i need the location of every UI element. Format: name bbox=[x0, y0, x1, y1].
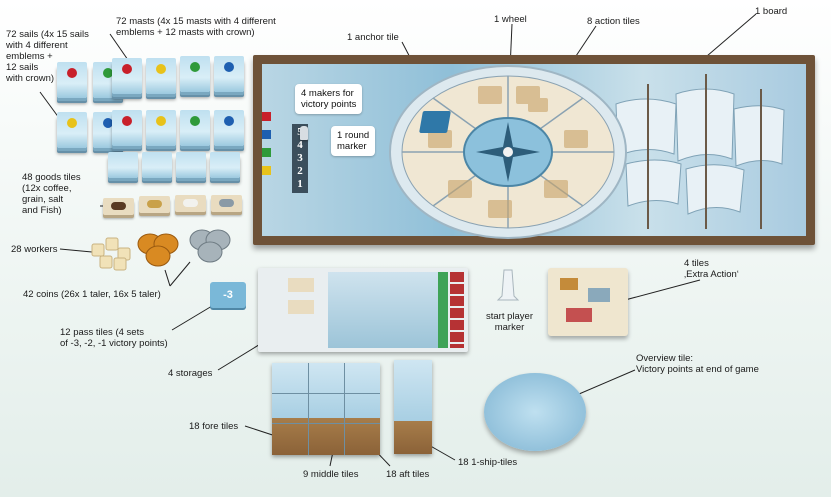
mast-stack bbox=[112, 58, 142, 94]
goods-tile-fish bbox=[211, 195, 242, 212]
one-ship-tiles bbox=[394, 360, 432, 454]
compass-wheel bbox=[389, 65, 627, 239]
storage-goods-slot bbox=[288, 278, 314, 292]
overview-tile bbox=[484, 373, 586, 451]
coins-gold bbox=[137, 233, 179, 267]
score-cube-yellow bbox=[262, 166, 271, 175]
mast-stack bbox=[180, 56, 210, 92]
label-anchor: 1 anchor tile bbox=[347, 32, 399, 43]
label-one-ship-tiles: 18 1-ship-tiles bbox=[458, 457, 518, 468]
label-masts: 72 masts (4x 15 masts with 4 different e… bbox=[116, 16, 276, 38]
ship-stack bbox=[108, 152, 138, 178]
label-overview: Overview tile: Victory points at end of … bbox=[636, 353, 759, 375]
anchor-tile bbox=[419, 111, 451, 133]
label-action-tiles: 8 action tiles bbox=[587, 16, 640, 27]
mast-stack bbox=[146, 110, 176, 146]
storage-goods-slot bbox=[288, 300, 314, 314]
round-track-number: 4 bbox=[297, 139, 303, 151]
ship-stack bbox=[210, 152, 240, 178]
goods-tile-coffee bbox=[103, 198, 134, 215]
goods-tile-grain bbox=[139, 196, 170, 213]
label-workers: 28 workers bbox=[11, 244, 58, 255]
label-middle-tiles: 9 middle tiles bbox=[303, 469, 359, 480]
coins-silver bbox=[189, 229, 231, 263]
label-start-player: start player marker bbox=[486, 311, 533, 333]
label-goods: 48 goods tiles (12x coffee, grain, salt … bbox=[22, 172, 81, 216]
label-fore-tiles: 18 fore tiles bbox=[189, 421, 239, 432]
round-track-number: 1 bbox=[297, 178, 303, 190]
round-track-number: 3 bbox=[297, 152, 303, 164]
storage-green-column bbox=[438, 272, 448, 348]
score-cube-red bbox=[262, 112, 271, 121]
label-extra-action: 4 tiles ‚Extra Action‘ bbox=[684, 258, 739, 280]
sail-stack bbox=[57, 112, 87, 148]
goods-tile-salt bbox=[175, 195, 206, 212]
round-marker-piece bbox=[300, 126, 308, 140]
start-player-marker bbox=[496, 269, 520, 301]
extra-action-tiles bbox=[548, 268, 628, 336]
label-board: 1 board bbox=[755, 6, 788, 17]
sailing-ship-illustration bbox=[615, 74, 785, 229]
mast-stack bbox=[214, 110, 244, 146]
storage-board bbox=[258, 268, 468, 352]
storage-score-column bbox=[450, 272, 464, 348]
ship-stack bbox=[176, 152, 206, 178]
label-pass-tiles: 12 pass tiles (4 sets of -3, -2, -1 vict… bbox=[60, 327, 168, 349]
mast-stack bbox=[112, 110, 142, 146]
mast-stack bbox=[146, 58, 176, 94]
label-coins: 42 coins (26x 1 taler, 16x 5 taler) bbox=[23, 289, 161, 300]
sail-stack bbox=[57, 62, 87, 98]
ship-stack bbox=[142, 152, 172, 178]
pass-tile: -3 bbox=[210, 282, 246, 308]
workers-pile bbox=[91, 237, 131, 271]
round-track-number: 2 bbox=[297, 165, 303, 177]
pass-tile-value: -3 bbox=[223, 289, 233, 301]
score-cube-blue bbox=[262, 130, 271, 139]
label-sails: 72 sails (4x 15 sails with 4 different e… bbox=[6, 29, 89, 84]
label-wheel: 1 wheel bbox=[494, 14, 527, 25]
callout-round-marker: 1 round marker bbox=[331, 126, 376, 156]
storage-sea bbox=[328, 272, 438, 348]
label-aft-tiles: 18 aft tiles bbox=[386, 469, 430, 480]
label-storages: 4 storages bbox=[168, 368, 213, 379]
score-cube-green bbox=[262, 148, 271, 157]
ship-tiles-grid bbox=[272, 363, 380, 455]
mast-stack bbox=[180, 110, 210, 146]
callout-makers: 4 makers for victory points bbox=[295, 84, 363, 114]
mast-stack bbox=[214, 56, 244, 92]
